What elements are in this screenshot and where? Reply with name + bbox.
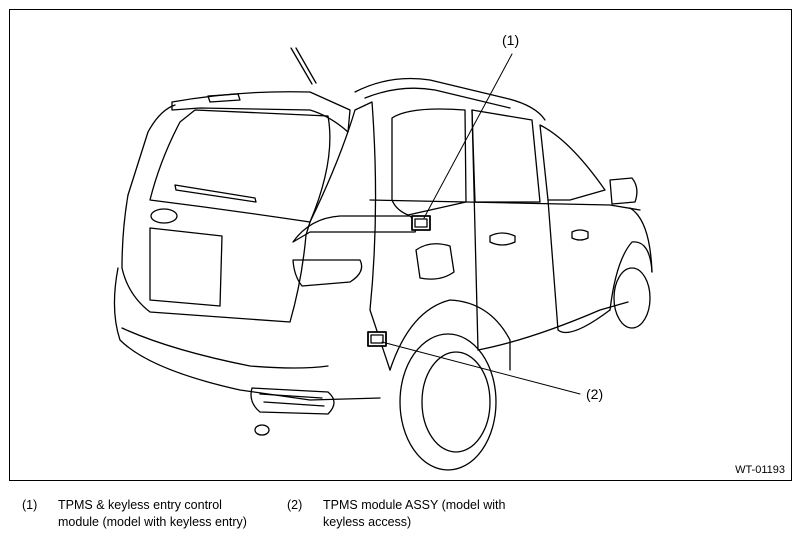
emblem bbox=[150, 208, 178, 224]
front-door-handle bbox=[571, 229, 589, 241]
legend-number: (1) bbox=[22, 498, 38, 512]
rear-bumper bbox=[113, 267, 381, 401]
rear-tire bbox=[399, 333, 497, 471]
legend-text: TPMS module ASSY (model with keyless acc… bbox=[323, 498, 506, 529]
quarter-window bbox=[391, 108, 467, 216]
rear-wheel-arch bbox=[389, 299, 511, 371]
rear-door-handle bbox=[489, 232, 516, 246]
tpms-keyless-entry-control-module bbox=[411, 215, 431, 231]
roof-rail bbox=[354, 77, 546, 121]
license-plate-recess bbox=[149, 227, 223, 307]
legend-item-1: (1) TPMS & keyless entry control module … bbox=[22, 497, 247, 531]
leader-line-1 bbox=[423, 53, 513, 219]
leader-line-2 bbox=[381, 341, 581, 395]
legend-item-2: (2) TPMS module ASSY (model with keyless… bbox=[287, 497, 505, 531]
rear-spoiler bbox=[171, 91, 351, 133]
callout-1: (1) bbox=[502, 32, 520, 48]
legend-number: (2) bbox=[287, 498, 303, 512]
legend-text: TPMS & keyless entry control module (mod… bbox=[58, 498, 247, 529]
callout-2: (2) bbox=[586, 386, 604, 402]
rear-wiper bbox=[174, 184, 257, 203]
side-mirror bbox=[609, 177, 638, 205]
tpms-module-assy bbox=[367, 331, 387, 347]
fuel-lid bbox=[415, 243, 455, 280]
front-tire bbox=[613, 267, 651, 329]
front-wheel-arch bbox=[609, 241, 653, 311]
antenna bbox=[290, 47, 317, 85]
vehicle-illustration bbox=[113, 47, 653, 471]
rear-door-window bbox=[471, 109, 541, 203]
tailgate bbox=[121, 194, 311, 323]
figure-frame: (1) (2) WT-01193 bbox=[9, 9, 792, 481]
front-door-window bbox=[539, 124, 606, 201]
figure-code: WT-01193 bbox=[735, 464, 785, 476]
rear-window bbox=[149, 109, 331, 223]
